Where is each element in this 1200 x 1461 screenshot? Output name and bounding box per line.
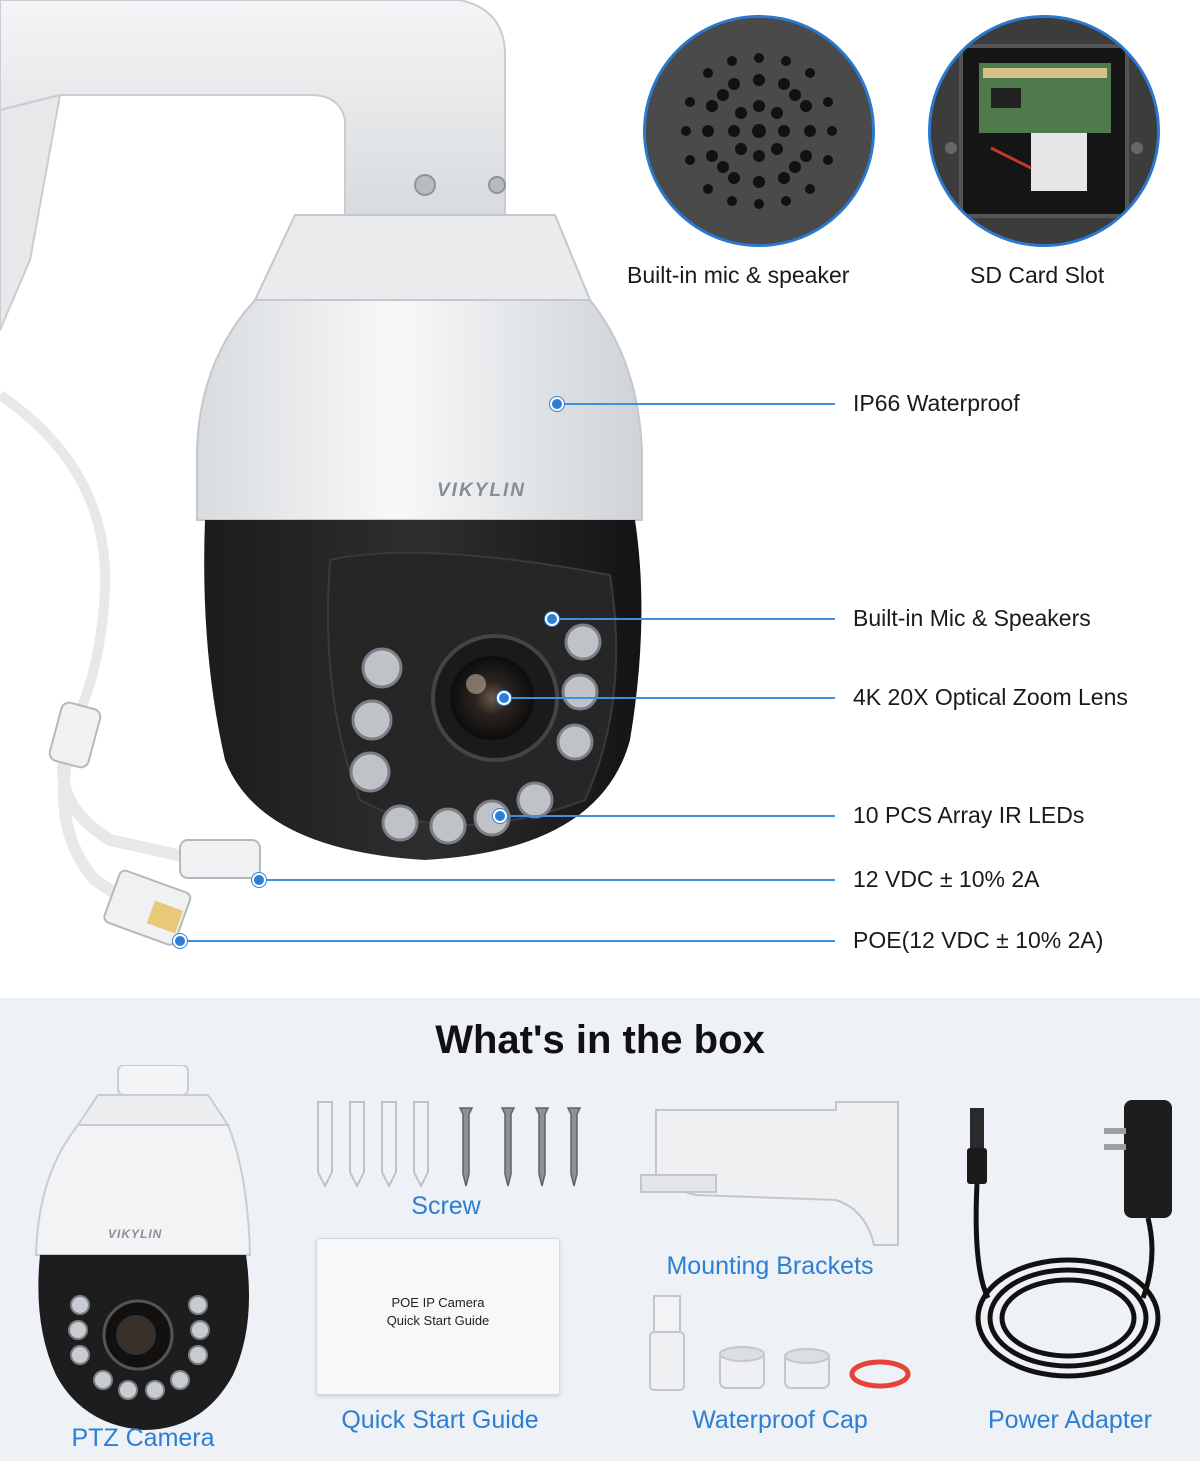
ptz-camera-brand: VIKYLIN xyxy=(108,1227,163,1241)
callout-line-zoom-lens xyxy=(504,697,835,699)
waterproof-cap-icon xyxy=(649,1295,911,1391)
speaker-grille-image xyxy=(643,15,875,247)
box-title: What's in the box xyxy=(435,1018,765,1062)
guide-line-2: Quick Start Guide xyxy=(386,1313,490,1328)
screws-icon xyxy=(317,1101,582,1189)
speaker-holes-icon xyxy=(646,18,872,244)
feature-zoom-lens: 4K 20X Optical Zoom Lens xyxy=(853,684,1128,710)
brand-logo: VIKYLIN xyxy=(437,480,526,501)
callout-line-poe xyxy=(180,940,835,942)
callout-dot-poe xyxy=(173,934,187,948)
callout-dot-mic-speakers xyxy=(545,612,559,626)
detail-caption-sd: SD Card Slot xyxy=(970,262,1105,288)
detail-caption-mic: Built-in mic & speaker xyxy=(627,262,850,288)
sd-slot-icon xyxy=(931,18,1157,244)
guide-line-1: POE IP Camera xyxy=(391,1295,485,1310)
callout-line-waterproof xyxy=(557,403,835,405)
item-ptz-camera: PTZ Camera xyxy=(71,1424,215,1452)
callout-dot-zoom-lens xyxy=(497,691,511,705)
item-screw: Screw xyxy=(411,1192,481,1220)
ptz-camera-icon xyxy=(34,1065,252,1430)
item-mounting-brackets: Mounting Brackets xyxy=(666,1252,874,1280)
callout-line-ir-leds xyxy=(500,815,835,817)
callout-line-dc-power xyxy=(259,879,835,881)
callout-dot-dc-power xyxy=(252,873,266,887)
feature-dc-power: 12 VDC ± 10% 2A xyxy=(853,866,1040,892)
quick-start-guide-image: POE IP Camera Quick Start Guide xyxy=(316,1238,560,1395)
item-waterproof-cap: Waterproof Cap xyxy=(692,1406,868,1434)
power-adapter-icon xyxy=(967,1100,1172,1379)
item-quick-start-guide: Quick Start Guide xyxy=(341,1406,539,1434)
feature-mic-speakers: Built-in Mic & Speakers xyxy=(853,605,1091,631)
feature-ir-leds: 10 PCS Array IR LEDs xyxy=(853,802,1085,828)
feature-waterproof: IP66 Waterproof xyxy=(853,390,1020,416)
feature-poe: POE(12 VDC ± 10% 2A) xyxy=(853,927,1104,953)
callout-dot-ir-leds xyxy=(493,809,507,823)
item-power-adapter: Power Adapter xyxy=(988,1406,1152,1434)
callout-line-mic-speakers xyxy=(552,618,835,620)
mounting-bracket-icon xyxy=(640,1101,899,1246)
sd-card-slot-image xyxy=(928,15,1160,247)
callout-dot-waterproof xyxy=(550,397,564,411)
camera-illustration xyxy=(0,0,643,946)
